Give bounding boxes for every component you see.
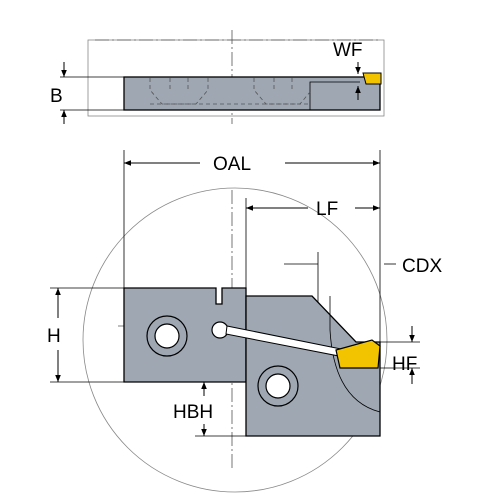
front-view-insert — [335, 339, 381, 369]
hf-label: HF — [392, 354, 417, 375]
top-view-blade-body — [123, 76, 381, 111]
b-label: B — [50, 86, 63, 107]
screw-hole-left — [146, 315, 188, 357]
screw-hole-right — [257, 365, 299, 407]
wf-label: WF — [333, 40, 363, 61]
front-view: OAL LF CDX — [47, 150, 442, 493]
top-view-insert — [362, 72, 382, 85]
oal-label: OAL — [213, 154, 251, 175]
swing-diameter-circle — [82, 187, 388, 493]
cdx-label: CDX — [402, 256, 442, 277]
top-view-hidden-features — [149, 78, 311, 105]
top-view: WF B — [50, 30, 385, 124]
hbh-label: HBH — [173, 402, 213, 423]
top-view-step — [309, 81, 360, 110]
holder-inner-curve — [329, 329, 381, 413]
lf-label: LF — [316, 199, 338, 220]
h-label: H — [47, 326, 61, 347]
